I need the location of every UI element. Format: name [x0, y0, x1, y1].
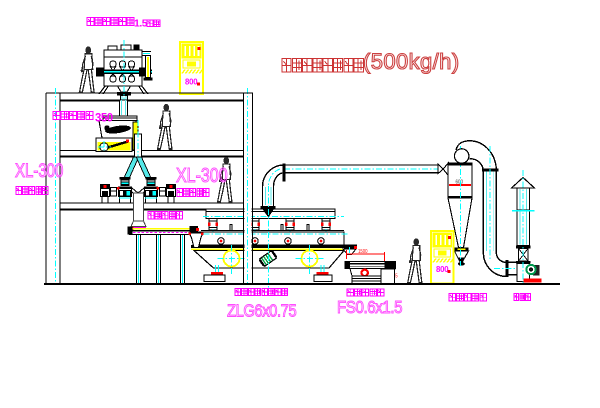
svg-text:XL-300: XL-300	[176, 164, 228, 186]
svg-text:1.5: 1.5	[134, 18, 148, 30]
svg-text:ZLG6x0.75: ZLG6x0.75	[227, 301, 297, 321]
svg-text:350: 350	[95, 113, 113, 125]
svg-text:FS0.6x1.5: FS0.6x1.5	[337, 297, 402, 318]
svg-text:600: 600	[456, 179, 464, 185]
svg-text:1500: 1500	[358, 249, 368, 254]
svg-text:(500kg/h): (500kg/h)	[363, 49, 460, 74]
svg-text:800: 800	[436, 265, 449, 274]
svg-text:800: 800	[185, 78, 198, 87]
svg-text:XL-300: XL-300	[15, 160, 63, 181]
